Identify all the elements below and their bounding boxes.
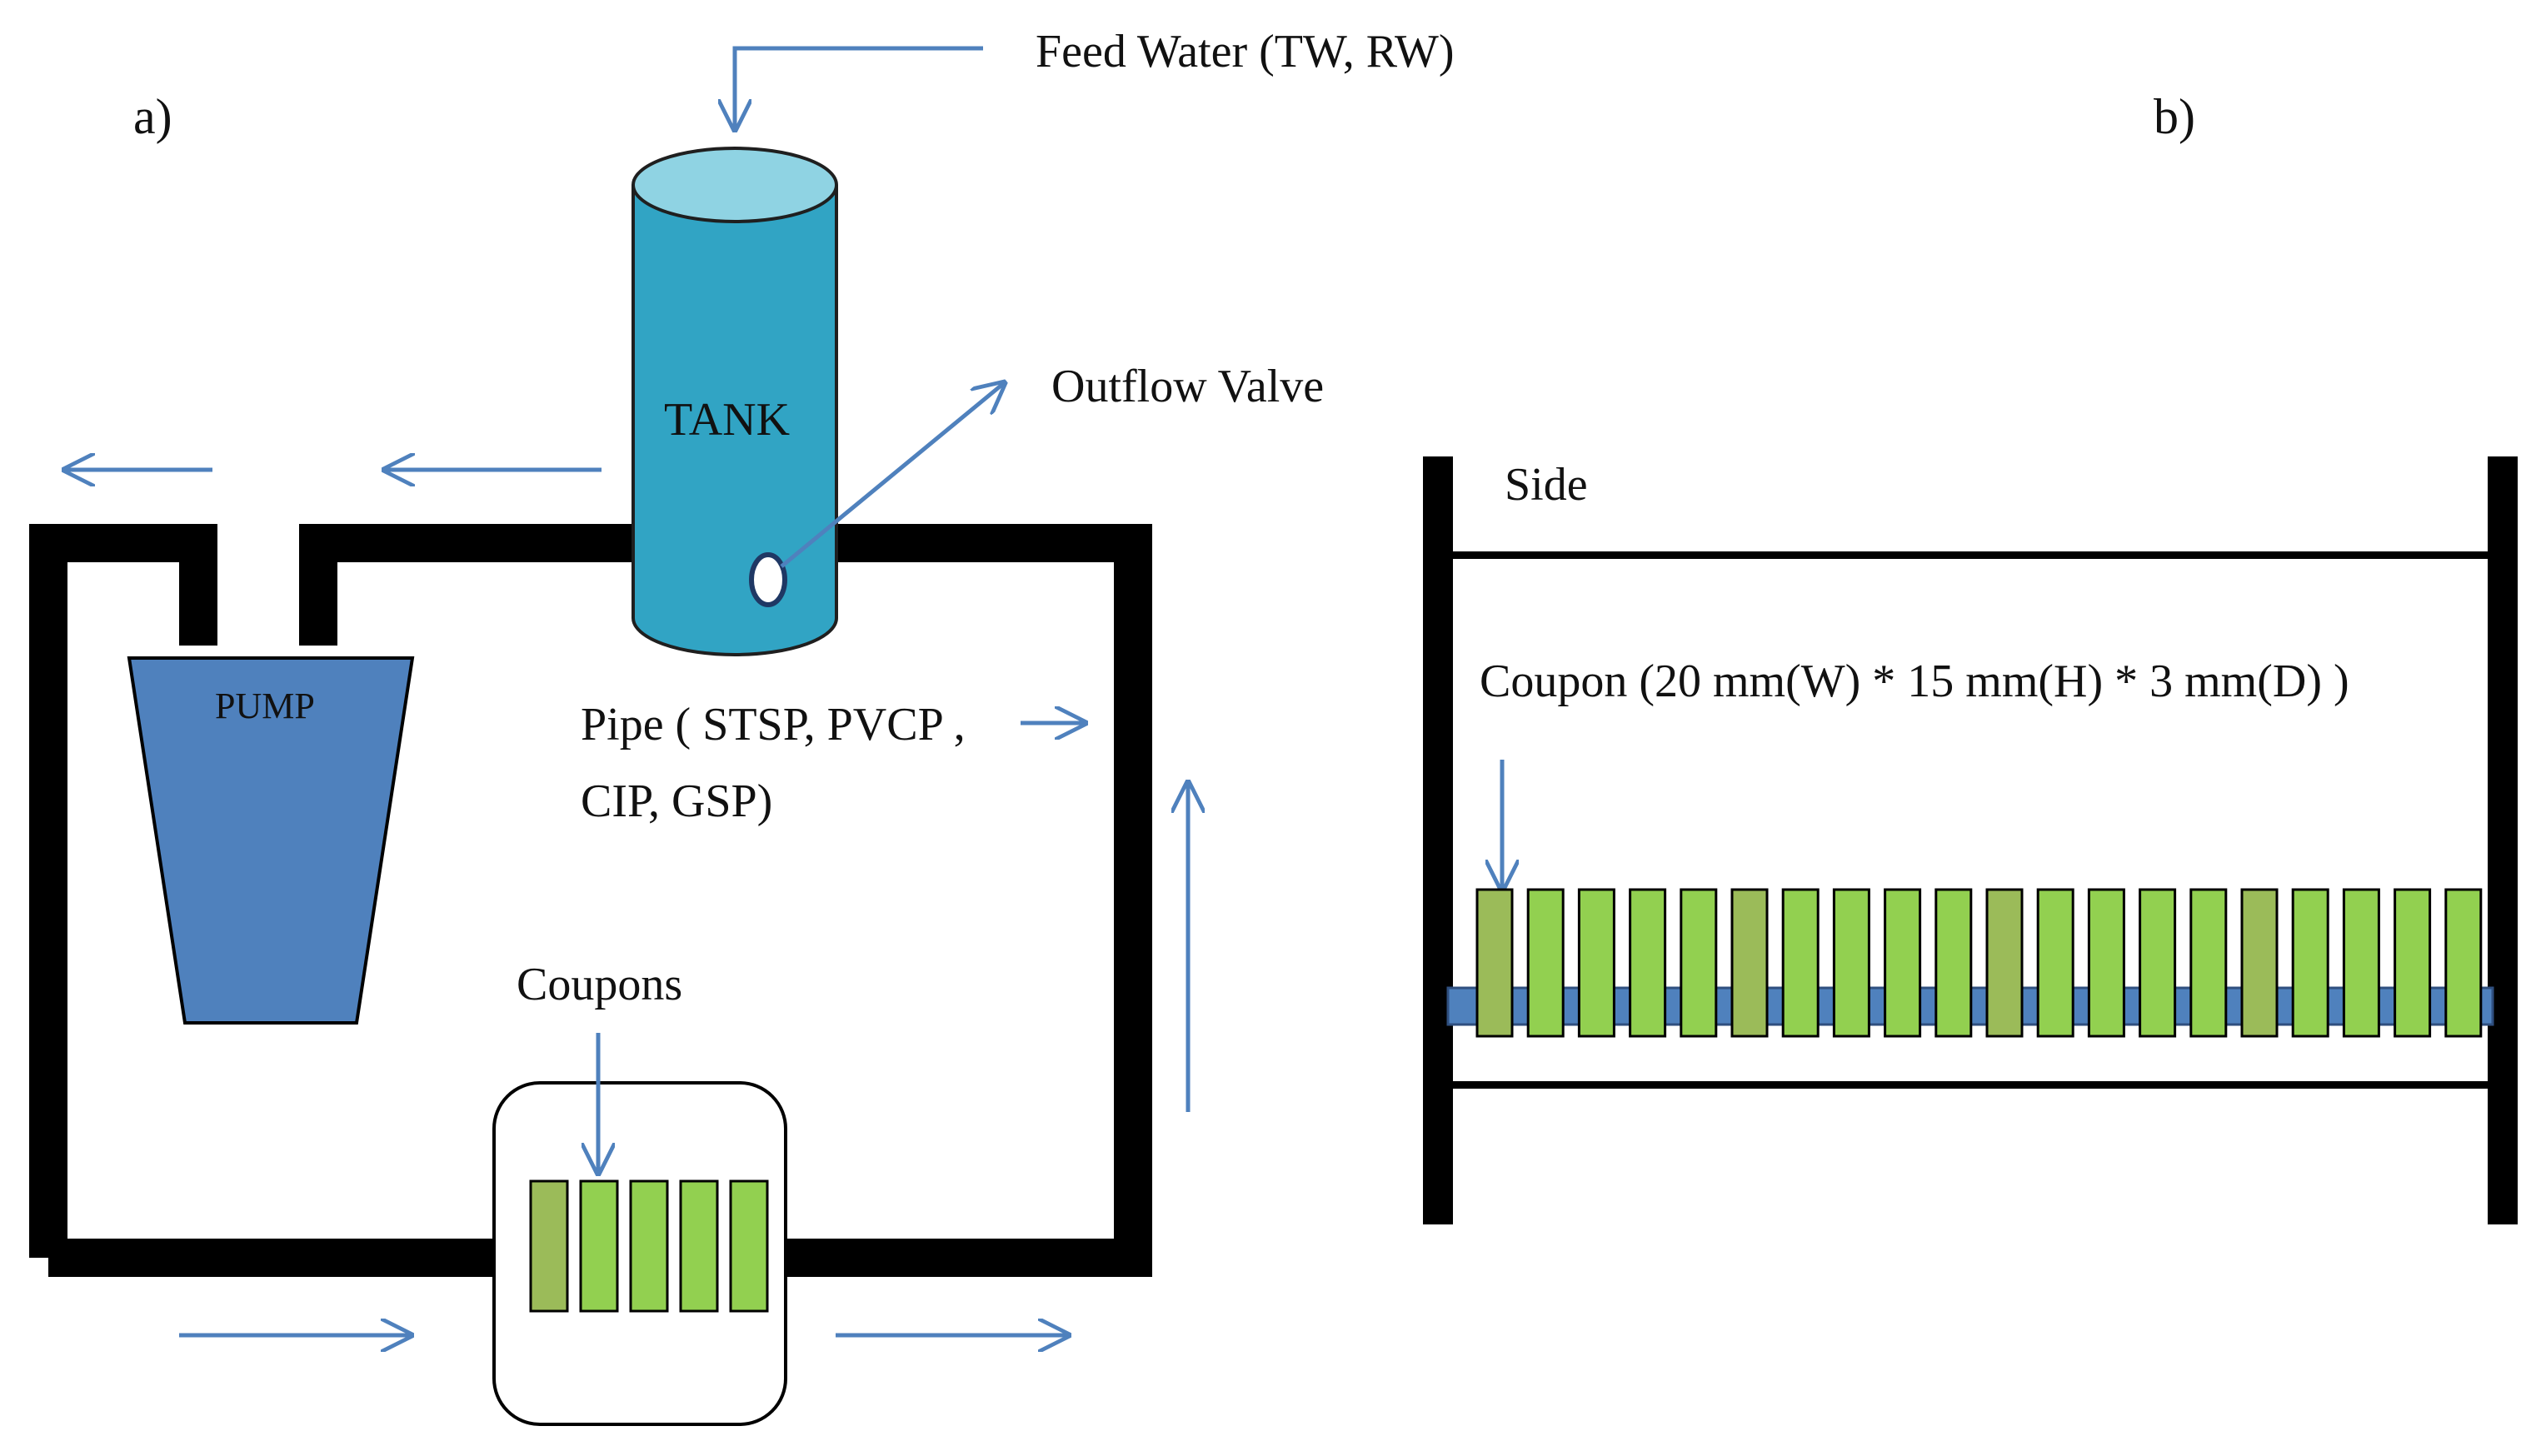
pipe-label-line1: Pipe ( STSP, PVCP ,	[581, 699, 966, 750]
rack-coupon	[1884, 888, 1922, 1038]
side-label: Side	[1505, 459, 1588, 511]
outflow-valve	[749, 552, 787, 607]
pump	[127, 656, 415, 1025]
rack-coupon	[1832, 888, 1870, 1038]
coupons-label: Coupons	[517, 959, 682, 1010]
rack-coupon	[1934, 888, 1973, 1038]
rack-coupon	[2291, 888, 2329, 1038]
pipe-label-line2: CIP, GSP)	[581, 775, 772, 827]
chamber-coupon	[579, 1179, 619, 1313]
outflow-valve-arrow	[780, 383, 1004, 568]
panel-a-label: a)	[133, 89, 172, 144]
rack-coupon	[1526, 888, 1565, 1038]
chamber-coupon	[629, 1179, 669, 1313]
chamber-coupons	[529, 1179, 769, 1313]
outflow-valve-label: Outflow Valve	[1051, 361, 1324, 412]
feed-water-arrow	[735, 46, 983, 129]
chamber-coupon	[729, 1179, 769, 1313]
rack-coupon	[2342, 888, 2380, 1038]
rack-coupon	[1577, 888, 1615, 1038]
tank-label: TANK	[664, 394, 790, 446]
coupon-holder-frame	[1423, 456, 2518, 1224]
chamber-coupon	[679, 1179, 719, 1313]
rack-coupon	[2444, 888, 2483, 1038]
rack-coupon	[1985, 888, 2024, 1038]
rack-coupon	[2240, 888, 2279, 1038]
tank	[632, 147, 838, 656]
rack-coupon	[1475, 888, 1514, 1038]
feed-water-label: Feed Water (TW, RW)	[1036, 26, 1454, 77]
rack-coupon	[2139, 888, 2177, 1038]
rack-coupon	[2036, 888, 2074, 1038]
rack-coupon	[2394, 888, 2432, 1038]
rack-coupon	[1629, 888, 1667, 1038]
rack-coupon	[1730, 888, 1769, 1038]
chamber-coupon	[529, 1179, 569, 1313]
rack-coupon	[1781, 888, 1820, 1038]
rack-coupon	[2189, 888, 2228, 1038]
coupon-spec-label: Coupon (20 mm(W) * 15 mm(H) * 3 mm(D) )	[1480, 656, 2349, 707]
rack-coupon	[1680, 888, 1718, 1038]
rack-coupons	[1475, 888, 2483, 1038]
rack-coupon	[2087, 888, 2125, 1038]
pipe-loop	[29, 524, 1152, 1277]
panel-b-label: b)	[2154, 89, 2195, 144]
pump-label: PUMP	[215, 686, 315, 726]
